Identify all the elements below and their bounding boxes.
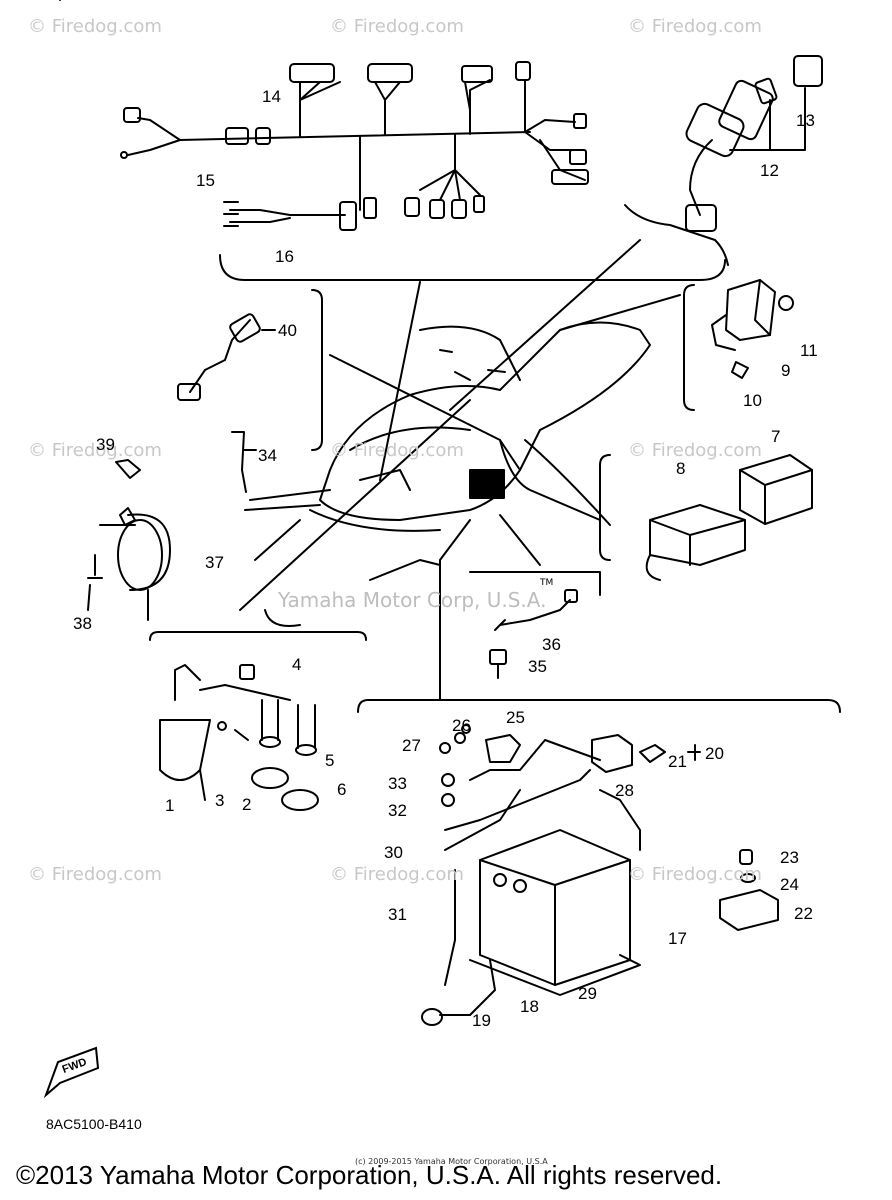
part-label-5: 5 bbox=[325, 751, 335, 770]
watermark: © Firedog.com bbox=[330, 864, 464, 885]
part-label-21: 21 bbox=[668, 752, 687, 771]
cdi-unit bbox=[599, 454, 813, 581]
battery-assembly bbox=[421, 724, 641, 1026]
part-label-19: 19 bbox=[472, 1011, 491, 1030]
trademark: TM bbox=[540, 578, 554, 588]
watermark: © Firedog.com bbox=[628, 16, 762, 37]
part-label-11: 11 bbox=[800, 341, 818, 360]
watermark: © Firedog.com bbox=[330, 440, 464, 461]
part-label-25: 25 bbox=[506, 708, 525, 727]
part-label-39: 39 bbox=[96, 435, 115, 454]
part-label-4: 4 bbox=[292, 655, 302, 674]
watermark: © Firedog.com bbox=[28, 864, 162, 885]
part-label-32: 32 bbox=[388, 801, 407, 820]
part-label-24: 24 bbox=[780, 875, 799, 894]
part-label-1: 1 bbox=[165, 796, 175, 815]
diagram-code: 8AC5100-B410 bbox=[46, 1116, 142, 1132]
main-switch bbox=[624, 55, 823, 266]
part-label-15: 15 bbox=[196, 171, 215, 190]
ignition-coil-group bbox=[149, 631, 367, 811]
clip-34 bbox=[231, 431, 247, 493]
part-label-36: 36 bbox=[542, 635, 561, 654]
part-label-29: 29 bbox=[578, 984, 597, 1003]
part-label-10: 10 bbox=[743, 391, 762, 410]
part-label-7: 7 bbox=[771, 427, 781, 446]
part-label-28: 28 bbox=[615, 781, 634, 800]
watermark: © Firedog.com bbox=[28, 440, 162, 461]
part-label-38: 38 bbox=[73, 614, 92, 633]
watermark: © Firedog.com bbox=[628, 864, 762, 885]
fwd-arrow bbox=[43, 1046, 100, 1099]
part-label-16: 16 bbox=[275, 247, 294, 266]
snowmobile-body bbox=[244, 294, 681, 581]
battery-bracket bbox=[357, 699, 841, 713]
part-label-9: 9 bbox=[781, 361, 791, 380]
part-label-12: 12 bbox=[760, 161, 779, 180]
wire-harness bbox=[120, 61, 589, 231]
fuse-22 bbox=[719, 849, 779, 931]
part-label-8: 8 bbox=[676, 459, 686, 478]
watermark: © Firedog.com bbox=[330, 16, 464, 37]
watermark: © Firedog.com bbox=[28, 16, 162, 37]
part-label-13: 13 bbox=[796, 111, 815, 130]
sensor-35-36 bbox=[469, 571, 601, 679]
part-label-37: 37 bbox=[205, 553, 224, 572]
harness-bracket bbox=[219, 254, 726, 281]
part-label-18: 18 bbox=[520, 997, 539, 1016]
part-label-23: 23 bbox=[780, 848, 799, 867]
relay-9 bbox=[711, 279, 794, 379]
part-label-33: 33 bbox=[388, 774, 407, 793]
part-label-14: 14 bbox=[262, 87, 281, 106]
part-label-3: 3 bbox=[215, 791, 225, 810]
part-label-31: 31 bbox=[388, 905, 407, 924]
part-label-17: 17 bbox=[668, 929, 687, 948]
center-watermark: Yamaha Motor Corp, U.S.A. bbox=[278, 588, 547, 612]
part-label-40: 40 bbox=[278, 321, 297, 340]
part-label-26: 26 bbox=[452, 716, 471, 735]
part-label-30: 30 bbox=[384, 843, 403, 862]
part-label-2: 2 bbox=[242, 795, 252, 814]
part-label-6: 6 bbox=[337, 780, 347, 799]
fine-print: (c) 2009-2015 Yamaha Motor Corporation, … bbox=[355, 1157, 548, 1166]
horn-assembly bbox=[87, 459, 171, 621]
part-label-35: 35 bbox=[528, 657, 547, 676]
part-label-22: 22 bbox=[794, 904, 813, 923]
part-label-20: 20 bbox=[705, 744, 724, 763]
relay-20 bbox=[591, 734, 701, 773]
part-label-34: 34 bbox=[258, 446, 277, 465]
part-label-27: 27 bbox=[402, 736, 421, 755]
watermark: © Firedog.com bbox=[628, 440, 762, 461]
switch-40 bbox=[177, 313, 276, 401]
copyright-notice: ©2013 Yamaha Motor Corporation, U.S.A. A… bbox=[16, 1160, 723, 1190]
